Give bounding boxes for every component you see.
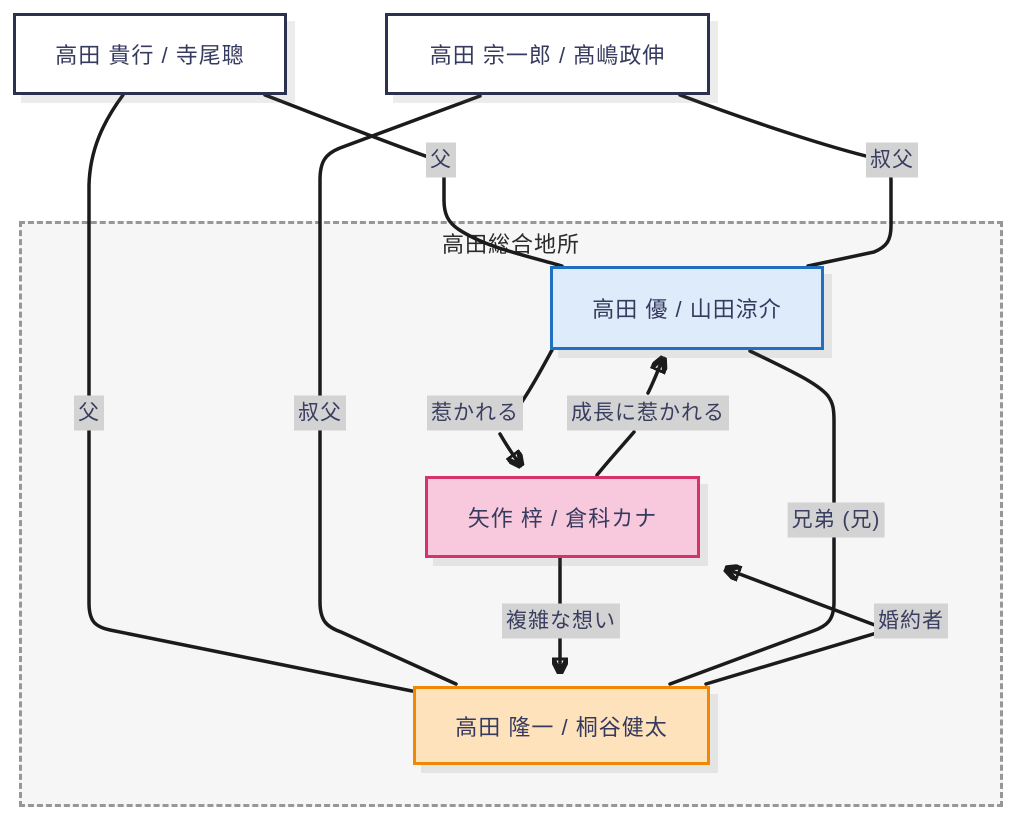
edge-label-fiancee: 婚約者 [874,603,948,639]
edge-soichiro-uncle-yu [678,93,893,268]
edge-label-brothers: 兄弟 (兄) [787,502,885,538]
edge-yu-attracted-azusa-arrow [498,432,519,463]
node-takada-ryuichi: 高田 隆一 / 桐谷健太 [413,686,710,765]
node-takada-takayuki: 高田 貴行 / 寺尾聰 [13,13,287,95]
edge-label-attracted-by-growth: 成長に惹かれる [567,395,729,431]
edge-label-father-top: 父 [426,142,456,178]
edge-takayuki-father-ryuichi [87,93,414,693]
edge-soichiro-uncle-ryuichi [318,94,482,686]
edge-ryuichi-fiancee-azusa-arrow [729,570,882,629]
node-takada-soichiro: 高田 宗一郎 / 髙嶋政伸 [385,13,710,95]
edge-ryuichi-fiancee-azusa-lower [704,630,882,686]
edge-label-father-left: 父 [74,395,104,431]
edge-azusa-attracted-yu-arrow [646,361,662,395]
node-takada-yu: 高田 優 / 山田涼介 [550,266,824,350]
edge-label-uncle-left: 叔父 [294,395,346,431]
edge-yu-brother-ryuichi [668,349,836,686]
edge-label-attracted: 惹かれる [427,395,523,431]
node-yahagi-azusa: 矢作 梓 / 倉科カナ [425,476,700,558]
edge-azusa-attracted-yu-lower [595,430,636,477]
edge-label-uncle-top-right: 叔父 [866,142,918,178]
edge-label-complicated-feelings: 複雑な想い [502,603,620,639]
